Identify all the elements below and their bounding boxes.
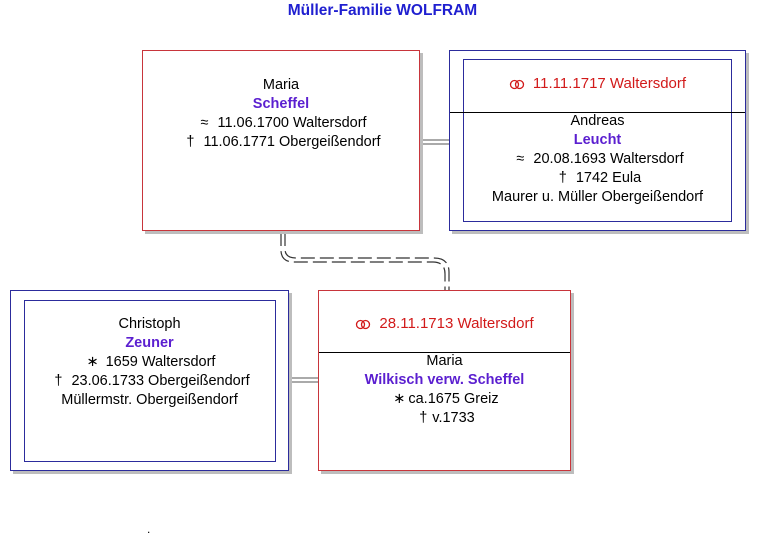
baptism-line: ≈ 20.08.1693 Waltersdorf (450, 150, 745, 169)
death-line: †v.1733 (319, 409, 570, 428)
dashed-descent-link-outer (280, 232, 446, 290)
death-text: v.1733 (432, 410, 475, 426)
death-text: 1742 Eula (575, 170, 642, 186)
divider (450, 112, 745, 113)
birth-star-icon: ∗ (86, 354, 99, 370)
marriage-box-andreas-leucht[interactable]: 11.11.1717 Waltersdorf Andreas Leucht ≈ … (449, 50, 746, 231)
surname: Scheffel (252, 96, 310, 112)
dashed-descent-link-inner (284, 232, 450, 290)
cross-icon: † (558, 170, 567, 186)
person-details: Andreas Leucht ≈ 20.08.1693 Waltersdorf … (450, 112, 745, 207)
cross-icon: † (54, 373, 63, 389)
marriage-text: 28.11.1713 Waltersdorf (379, 315, 534, 332)
footer-mark: . (147, 522, 151, 536)
marriage-line: 28.11.1713 Waltersdorf (319, 315, 570, 332)
marriage-line: 11.11.1717 Waltersdorf (450, 75, 745, 92)
cross-icon: † (419, 410, 428, 426)
first-name: Christoph (118, 316, 181, 332)
baptism-text: 11.06.1700 Waltersdorf (217, 115, 367, 131)
surname: Wilkisch verw. Scheffel (364, 372, 525, 388)
birth-line: ∗ 1659 Waltersdorf (11, 353, 288, 372)
birth-line: ∗ca.1675 Greiz (319, 390, 570, 409)
person-box-christoph-zeuner[interactable]: Christoph Zeuner ∗ 1659 Waltersdorf † 23… (10, 290, 289, 471)
person-details: Christoph Zeuner ∗ 1659 Waltersdorf † 23… (11, 315, 288, 410)
rings-icon (356, 319, 371, 330)
birth-text: ca.1675 Greiz (408, 391, 499, 407)
marriage-text: 11.11.1717 Waltersdorf (532, 75, 687, 92)
rings-icon (509, 79, 525, 90)
death-line: † 1742 Eula (450, 169, 745, 188)
birth-text: 1659 Waltersdorf (105, 354, 216, 370)
cross-icon: † (186, 134, 195, 150)
first-name: Maria (262, 77, 300, 93)
marriage-box-maria-wilkisch[interactable]: 28.11.1713 Waltersdorf Maria Wilkisch ve… (318, 290, 571, 471)
death-text: 11.06.1771 Obergeißendorf (203, 134, 381, 150)
baptism-line: ≈ 11.06.1700 Waltersdorf (143, 114, 419, 133)
baptism-icon: ≈ (200, 115, 209, 131)
occupation: Müllermstr. Obergeißendorf (61, 392, 238, 408)
baptism-text: 20.08.1693 Waltersdorf (533, 151, 684, 167)
inner-frame (24, 300, 276, 462)
first-name: Andreas (570, 113, 625, 129)
surname: Leucht (573, 132, 622, 148)
occupation: Maurer u. Müller Obergeißendorf (491, 189, 704, 205)
person-details: Maria Wilkisch verw. Scheffel ∗ca.1675 G… (319, 352, 570, 428)
person-box-maria-scheffel[interactable]: Maria Scheffel ≈ 11.06.1700 Waltersdorf … (142, 50, 420, 231)
death-line: † 23.06.1733 Obergeißendorf (11, 372, 288, 391)
person-details: Maria Scheffel ≈ 11.06.1700 Waltersdorf … (143, 76, 419, 152)
inner-frame (463, 59, 732, 222)
page-title: Müller-Familie WOLFRAM (287, 2, 478, 19)
first-name: Maria (426, 353, 463, 369)
divider (319, 352, 570, 353)
birth-star-icon: ∗ (393, 391, 406, 407)
baptism-icon: ≈ (516, 151, 525, 167)
death-text: 23.06.1733 Obergeißendorf (71, 373, 250, 389)
surname: Zeuner (125, 335, 174, 351)
death-line: † 11.06.1771 Obergeißendorf (143, 133, 419, 152)
